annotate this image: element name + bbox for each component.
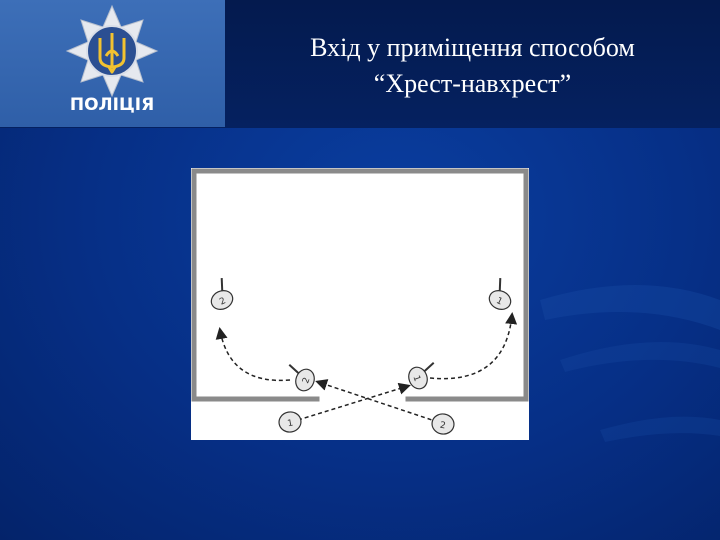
officer-label: 2	[439, 421, 446, 432]
officer-label: 1	[410, 374, 421, 383]
logo-word: ПОЛІЦІЯ	[69, 95, 155, 115]
officer-figure: 2	[431, 413, 455, 435]
officer-label: 2	[301, 376, 312, 385]
officer-figure: 1	[408, 361, 435, 390]
officer-figure: 2	[288, 363, 315, 392]
slide-title: Вхід у приміщення способом “Хрест-навхре…	[235, 30, 710, 102]
officer-label: 1	[494, 296, 503, 307]
title-line-1: Вхід у приміщення способом	[310, 33, 635, 62]
officer-figure: 1	[488, 278, 512, 310]
title-line-2: “Хрест-навхрест”	[373, 69, 572, 98]
officer-figure: 2	[210, 278, 234, 310]
diagram-canvas	[191, 168, 529, 440]
movement-paths	[215, 312, 518, 423]
officer-label: 2	[218, 296, 227, 307]
police-logo: ПОЛІЦІЯ	[0, 0, 225, 127]
officer-figure: 1	[278, 411, 302, 433]
room-walls	[191, 168, 529, 402]
officer-label: 1	[287, 419, 294, 430]
trident-icon	[98, 33, 126, 74]
